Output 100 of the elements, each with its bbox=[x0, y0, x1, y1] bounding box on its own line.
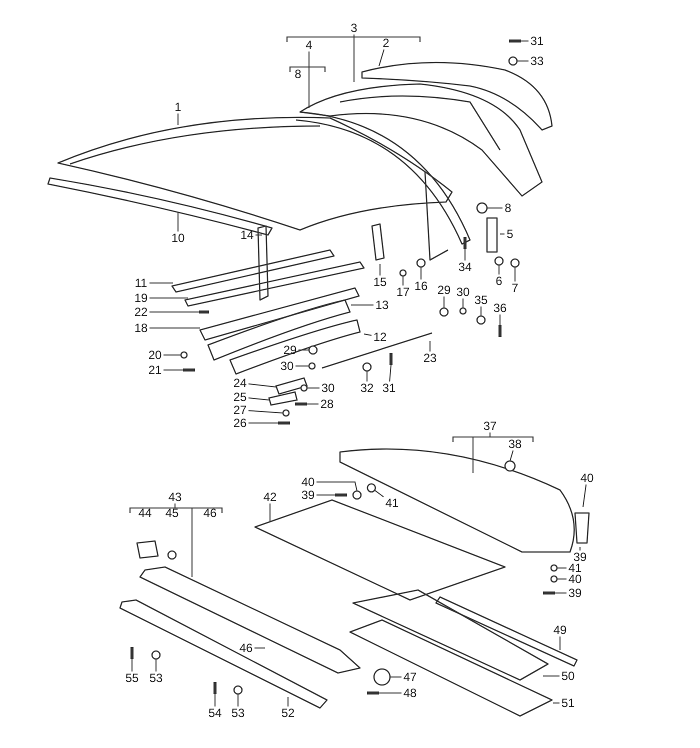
callout-number: 19 bbox=[134, 292, 148, 304]
screw-icon bbox=[390, 353, 392, 365]
callout-number: 2 bbox=[382, 37, 390, 49]
callout-number: 13 bbox=[375, 299, 389, 311]
callout-number: 30 bbox=[321, 382, 335, 394]
callout-number: 31 bbox=[382, 382, 396, 394]
callout-number: 44 bbox=[138, 507, 152, 519]
callout-number: 21 bbox=[148, 364, 162, 376]
callout-number: 40 bbox=[301, 476, 315, 488]
leader-line bbox=[174, 503, 192, 578]
leader-line bbox=[582, 484, 587, 508]
callout-number: 30 bbox=[280, 360, 294, 372]
callout-number: 53 bbox=[149, 672, 163, 684]
leader-line bbox=[390, 676, 402, 678]
callout-number: 51 bbox=[561, 697, 575, 709]
screw-icon bbox=[509, 40, 521, 42]
leader-line bbox=[366, 370, 368, 382]
callout-number: 40 bbox=[568, 573, 582, 585]
callout-number: 39 bbox=[568, 587, 582, 599]
screw-icon bbox=[199, 310, 209, 314]
washer-icon bbox=[282, 409, 290, 417]
callout-number: 26 bbox=[233, 417, 247, 429]
leader-line bbox=[402, 276, 404, 286]
screw-icon bbox=[295, 402, 307, 406]
callout-number: 12 bbox=[373, 331, 387, 343]
washer-icon bbox=[416, 258, 426, 268]
callout-number: 41 bbox=[568, 562, 582, 574]
washer-icon bbox=[504, 460, 516, 472]
leader-line bbox=[374, 490, 384, 498]
leader-line bbox=[316, 494, 336, 496]
leader-line bbox=[378, 49, 384, 66]
leader-line bbox=[389, 364, 392, 382]
screw-icon bbox=[214, 682, 216, 694]
washer-icon bbox=[476, 202, 488, 214]
leader-line bbox=[516, 60, 529, 62]
callout-number: 45 bbox=[165, 507, 179, 519]
clip-icon bbox=[268, 391, 298, 406]
screw-icon bbox=[130, 647, 134, 659]
callout-number: 39 bbox=[573, 551, 587, 563]
callout-number: 46 bbox=[203, 507, 217, 519]
leader-line bbox=[350, 304, 374, 306]
washer-icon bbox=[233, 685, 243, 695]
leader-line bbox=[248, 422, 278, 424]
callout-number: 15 bbox=[373, 276, 387, 288]
washer-icon bbox=[300, 384, 308, 392]
washer-icon bbox=[362, 362, 372, 372]
callout-number: 54 bbox=[208, 707, 222, 719]
washer-icon bbox=[459, 307, 467, 315]
washer-icon bbox=[180, 351, 188, 359]
callout-number: 37 bbox=[483, 420, 497, 432]
callout-number: 22 bbox=[134, 306, 148, 318]
callout-number: 7 bbox=[512, 282, 518, 294]
washer-icon bbox=[510, 258, 520, 268]
washer-icon bbox=[550, 575, 558, 583]
callout-number: 36 bbox=[493, 302, 507, 314]
screw-icon bbox=[183, 368, 195, 372]
callout-number: 29 bbox=[437, 284, 451, 296]
leader-line bbox=[552, 702, 560, 704]
callout-number: 4 bbox=[306, 39, 312, 51]
leader-line bbox=[248, 397, 270, 400]
leader-line bbox=[464, 248, 466, 261]
leader-line bbox=[498, 264, 500, 275]
leader-line bbox=[316, 482, 358, 492]
washer-icon bbox=[366, 483, 376, 493]
screw-icon bbox=[498, 325, 502, 337]
washer-icon bbox=[476, 315, 486, 325]
leader-line bbox=[248, 383, 276, 388]
leader-line bbox=[556, 578, 567, 580]
callout-number: 17 bbox=[396, 286, 410, 298]
callout-number: 16 bbox=[414, 280, 428, 292]
callout-number: 32 bbox=[360, 382, 374, 394]
callout-number: 8 bbox=[504, 202, 512, 214]
callout-number: 42 bbox=[263, 491, 277, 503]
washer-icon bbox=[151, 650, 161, 660]
callout-number: 55 bbox=[125, 672, 139, 684]
clip-icon bbox=[275, 377, 308, 395]
washer-icon bbox=[439, 307, 449, 317]
leader-line bbox=[480, 306, 482, 316]
washer-icon bbox=[399, 269, 407, 277]
screw-icon bbox=[278, 422, 290, 424]
screw-icon bbox=[335, 494, 347, 496]
leader-line bbox=[149, 282, 174, 284]
callout-number: 50 bbox=[561, 670, 575, 682]
callout-number: 23 bbox=[423, 352, 437, 364]
callout-number: 40 bbox=[580, 472, 594, 484]
leader-line bbox=[255, 234, 262, 236]
leader-line bbox=[420, 266, 422, 280]
callout-number: 25 bbox=[233, 391, 247, 403]
callout-number: 53 bbox=[231, 707, 245, 719]
callout-number: 47 bbox=[403, 671, 417, 683]
callout-number: 20 bbox=[148, 349, 162, 361]
callout-number: 33 bbox=[530, 55, 544, 67]
callout-number: 38 bbox=[508, 438, 522, 450]
leader-line bbox=[248, 410, 284, 414]
leader-line bbox=[364, 334, 372, 336]
leader-line bbox=[462, 298, 464, 308]
washer-icon bbox=[494, 256, 504, 266]
leader-line bbox=[378, 692, 402, 694]
callout-number: 52 bbox=[281, 707, 295, 719]
screw-icon bbox=[367, 692, 379, 694]
